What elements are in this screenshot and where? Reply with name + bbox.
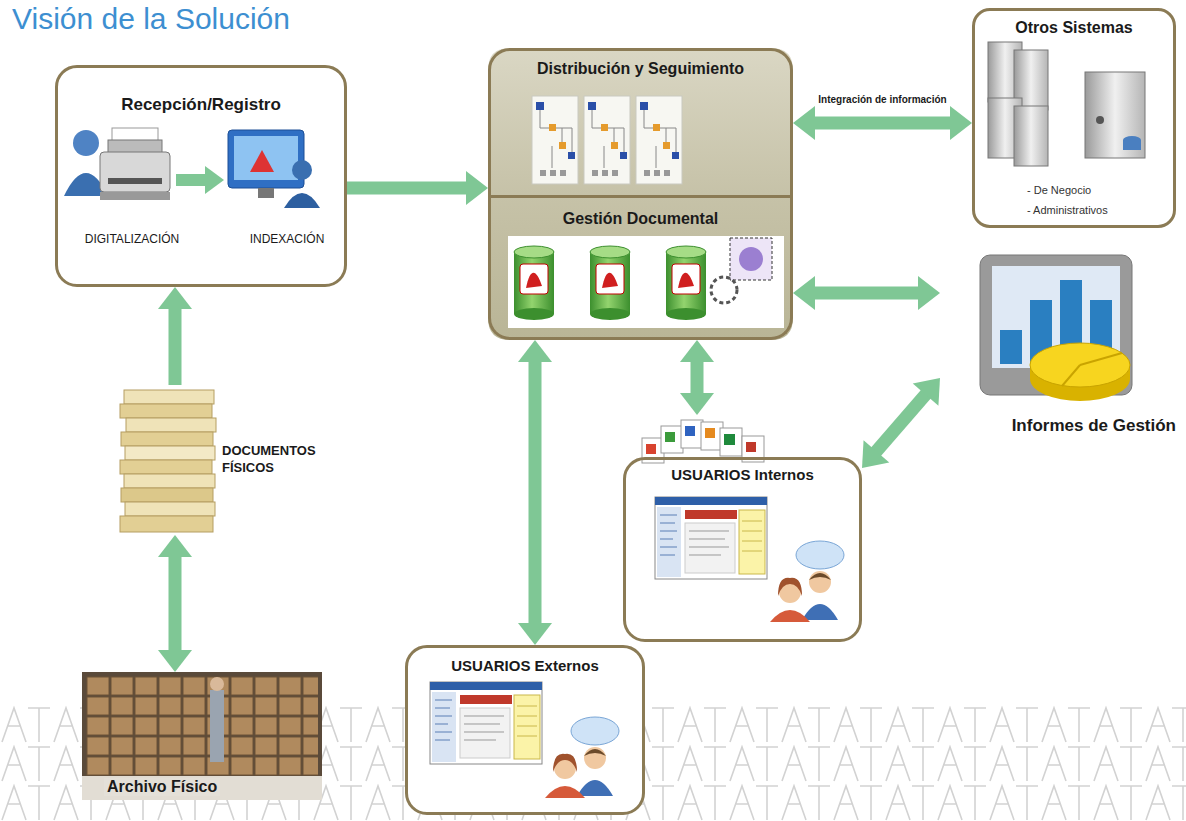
arrow-head <box>466 171 488 205</box>
arrow-head <box>158 287 192 309</box>
report-node: Informes de Gestión <box>940 250 1180 445</box>
process-box: Recepción/RegistroDIGITALIZACIÓN INDEXACI… <box>55 65 347 287</box>
text-wrap: Gestión Documental <box>491 198 790 228</box>
arrow-head <box>950 106 972 140</box>
text-wrap: USUARIOS Internos <box>623 415 862 484</box>
connector-arrow <box>793 106 972 140</box>
arrow-head <box>793 106 815 140</box>
edge-label: Integración de información <box>816 94 948 105</box>
panel-ground <box>488 48 793 340</box>
node-title: Recepción/Registro <box>121 95 281 115</box>
connector-arrow <box>158 287 192 385</box>
arrow-head <box>158 650 192 672</box>
node-text: - De Negocio <box>1027 184 1091 196</box>
node-title: Archivo Físico <box>104 778 220 796</box>
arrow-head <box>158 535 192 557</box>
text-wrap: - De Negocio <box>975 180 1173 198</box>
process-box: Distribución y Seguimiento <box>488 48 793 198</box>
arrow-shaft <box>169 307 182 385</box>
node-text: DIGITALIZACIÓN <box>85 232 179 246</box>
connector-arrow <box>347 171 488 205</box>
pdf-icons <box>514 238 772 320</box>
node-title: Otros Sistemas <box>1015 19 1132 37</box>
connector-arrow <box>793 276 940 310</box>
text-wrap: Distribución y Seguimiento <box>491 51 790 78</box>
text-wrap: Informes de Gestión <box>940 250 1180 436</box>
arrow-head <box>918 276 940 310</box>
server-icons <box>988 42 1145 166</box>
text-wrap: USUARIOS Externos <box>408 648 642 675</box>
node-title: Informes de Gestión <box>1012 416 1176 436</box>
arrow-shaft <box>875 393 927 453</box>
report-icon <box>980 255 1132 401</box>
arrow-shaft <box>347 182 468 195</box>
user-box: USUARIOS Internos <box>623 415 862 642</box>
connector-arrow <box>158 535 192 672</box>
text-wrap: - Administrativos <box>975 200 1173 218</box>
connector-arrow <box>518 340 552 645</box>
arrow-shaft <box>529 360 542 625</box>
text-wrap: DOCUMENTOS FÍSICOS <box>118 385 332 476</box>
node-title: Distribución y Seguimiento <box>537 60 744 78</box>
box-ground <box>405 645 645 815</box>
node-title: Gestión Documental <box>563 210 719 228</box>
indexing-icon <box>228 130 320 208</box>
text-wrap: Otros Sistemas <box>975 11 1173 37</box>
text-wrap: INDEXACIÓN <box>232 229 342 247</box>
arrow-head <box>680 393 714 415</box>
node-title: USUARIOS Internos <box>671 466 814 483</box>
text-wrap: Archivo Físico <box>82 672 322 796</box>
archive-photo <box>82 672 322 800</box>
edge-label-wrap: Integración de información <box>816 89 948 107</box>
arrow-icon <box>176 166 224 194</box>
node-text: - Administrativos <box>1027 204 1108 216</box>
arrow-head <box>913 378 940 406</box>
system-box: Otros Sistemas - De Negocio - Administrati… <box>972 8 1176 228</box>
arrow-shaft <box>169 555 182 652</box>
diagram-title: Visión de la Solución <box>12 2 290 35</box>
node-title: USUARIOS Externos <box>451 657 599 674</box>
connector-arrow <box>680 340 714 415</box>
arrow-shaft <box>813 117 952 130</box>
text-wrap: Recepción/Registro <box>58 68 344 115</box>
node-title: DOCUMENTOS FÍSICOS <box>222 442 332 476</box>
text-wrap: DIGITALIZACIÓN <box>72 229 192 247</box>
workflow-icons <box>532 96 682 184</box>
doc-ground <box>508 236 784 328</box>
box-outline <box>623 457 862 642</box>
arrow-head <box>793 276 815 310</box>
connector-arrow <box>862 378 940 468</box>
paper-stack <box>120 390 216 532</box>
archive-node: Archivo Físico <box>82 672 322 802</box>
arrow-head <box>862 440 889 468</box>
title-wrap: Visión de la Solución <box>12 2 290 36</box>
arrow-shaft <box>813 287 920 300</box>
arrow-head <box>680 340 714 362</box>
node-text: INDEXACIÓN <box>250 232 325 246</box>
user-box: USUARIOS Externos <box>405 645 645 815</box>
arrow-head <box>518 340 552 362</box>
scanner-icon <box>64 128 170 200</box>
document-node: DOCUMENTOS FÍSICOS <box>118 385 363 535</box>
process-box: Gestión Documental <box>488 198 793 340</box>
arrow-head <box>518 623 552 645</box>
arrow-shaft <box>691 360 704 395</box>
